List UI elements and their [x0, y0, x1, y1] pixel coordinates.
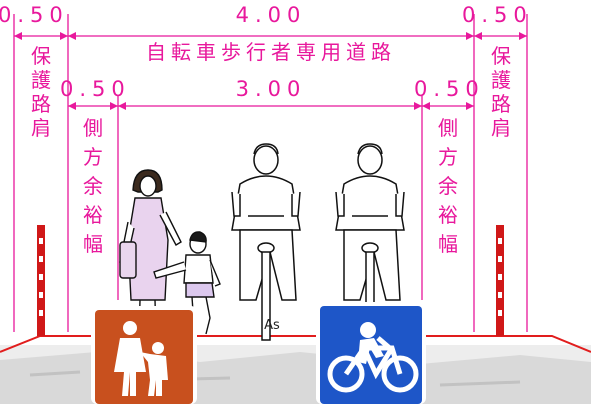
right-shoulder-width: 0.50	[462, 3, 533, 27]
rider-body-icon	[358, 338, 384, 364]
adult-child-icon	[114, 321, 168, 396]
ground-background	[0, 345, 591, 404]
traffic-width: 3.00	[236, 77, 307, 101]
rider-head-icon	[360, 322, 376, 338]
left-margin-width: 0.50	[60, 77, 131, 101]
woman-pedestrian-figure	[119, 169, 182, 337]
right-margin-width: 0.50	[414, 77, 485, 101]
right-margin-label: 側方余裕幅	[438, 116, 458, 256]
pedestrian-sign	[91, 306, 197, 404]
right-delineator-post	[496, 225, 504, 336]
diagram-title: 自転車歩行者専用道路	[146, 40, 396, 64]
left-margin-label: 側方余裕幅	[83, 116, 103, 256]
bicycle-sign	[316, 302, 426, 404]
road-edge-line	[0, 335, 591, 353]
dimension-lines	[13, 14, 528, 332]
pavement-label: As	[264, 318, 280, 333]
left-delineator-post	[37, 225, 45, 336]
left-shoulder-width: 0.50	[0, 3, 69, 27]
left-shoulder-label: 保護路肩	[31, 44, 51, 140]
dimension-arrows	[14, 32, 527, 110]
path-width: 4.00	[236, 3, 307, 27]
cyclist-figure	[335, 143, 405, 323]
right-shoulder-label: 保護路肩	[491, 44, 511, 140]
child-pedestrian-figure	[153, 231, 221, 335]
cyclist-figure	[231, 143, 301, 341]
